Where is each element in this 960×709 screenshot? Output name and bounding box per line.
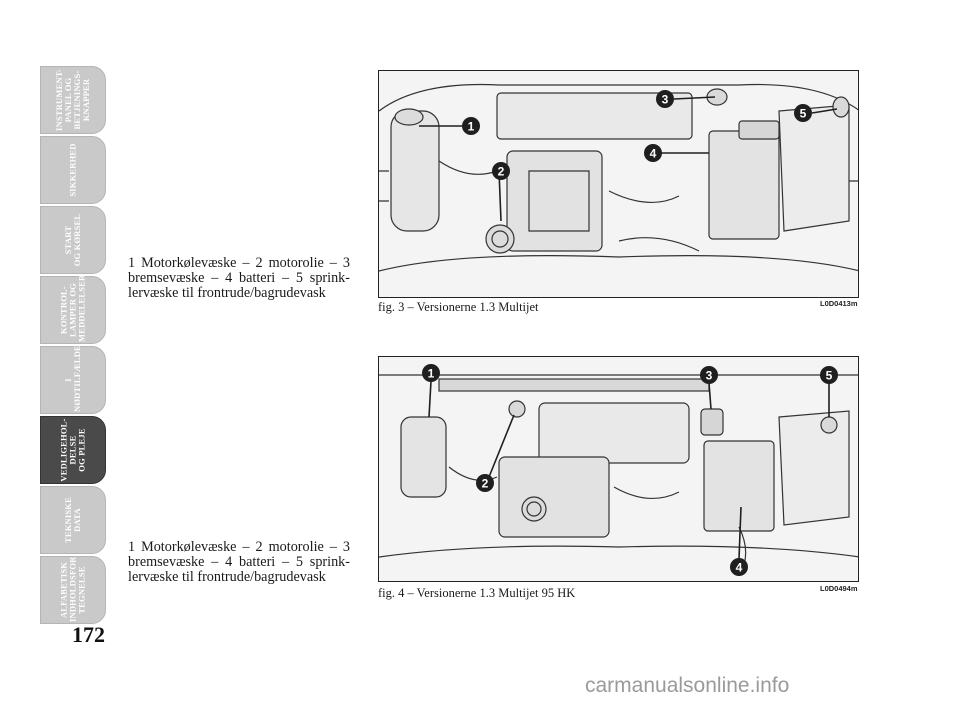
tab-start-og-korsel[interactable]: START OG KØRSEL — [40, 206, 106, 274]
svg-text:2: 2 — [498, 165, 505, 179]
marker-3-brake-fluid: 3 — [700, 366, 718, 384]
figure-code-fig3: L0D0413m — [820, 299, 858, 308]
marker-2-engine-oil: 2 — [492, 162, 510, 180]
tab-kontrollamper[interactable]: KONTROL- LAMPER OG MEDDELELSER — [40, 275, 106, 344]
svg-text:3: 3 — [662, 93, 669, 107]
engine-illustration-fig4: 1 2 3 4 5 — [378, 356, 859, 582]
svg-text:5: 5 — [826, 369, 833, 383]
tab-vedligeholdelse[interactable]: VEDLIGEHOL- DELSE OG PLEJE — [40, 416, 106, 484]
tab-instrumentpanel[interactable]: INSTRUMENT- PANEL OG BETJENINGS- KNAPPER — [40, 66, 106, 134]
svg-text:5: 5 — [800, 107, 807, 121]
marker-1-coolant: 1 — [422, 364, 440, 382]
engine-bay-drawing: 1 2 3 4 5 — [379, 83, 858, 272]
tab-i-nodtilfaelde[interactable]: I NØDTILFÆLDE — [40, 345, 106, 414]
marker-2-engine-oil: 2 — [476, 474, 494, 492]
svg-text:4: 4 — [736, 561, 743, 575]
tab-tekniske-data[interactable]: TEKNISKE DATA — [40, 486, 106, 554]
engine-illustration-fig3: 1 2 3 4 5 — [378, 70, 859, 298]
marker-5-washer-fluid: 5 — [794, 104, 812, 122]
tab-alfabetisk-indhold[interactable]: ALFABETISK INDHOLDSFOR- TEGNELSE — [40, 553, 106, 624]
marker-3-brake-fluid: 3 — [656, 90, 674, 108]
figure-code-fig4: L0D0494m — [820, 584, 858, 593]
tab-sikkerhed[interactable]: SIKKERHED — [40, 136, 106, 204]
svg-text:3: 3 — [706, 369, 713, 383]
marker-5-washer-fluid: 5 — [820, 366, 838, 384]
watermark: carmanualsonline.info — [585, 674, 790, 697]
svg-text:4: 4 — [650, 147, 657, 161]
marker-4-battery: 4 — [644, 144, 662, 162]
page-number: 172 — [72, 622, 105, 647]
figure-caption-fig3: fig. 3 – Versionerne 1.3 Multijet — [378, 300, 539, 314]
legend-text-fig4: 1 Motorkølevæske – 2 motorolie – 3 brems… — [128, 539, 350, 585]
svg-text:1: 1 — [468, 120, 475, 134]
engine-bay-drawing: 1 2 3 4 5 — [379, 364, 858, 576]
marker-1-coolant: 1 — [462, 117, 480, 135]
figure-caption-fig4: fig. 4 – Versionerne 1.3 Multijet 95 HK — [378, 586, 576, 600]
svg-text:2: 2 — [482, 477, 489, 491]
legend-text-fig3: 1 Motorkølevæske – 2 motorolie – 3 brems… — [128, 255, 350, 301]
marker-4-battery: 4 — [730, 558, 748, 576]
svg-text:1: 1 — [428, 367, 435, 381]
